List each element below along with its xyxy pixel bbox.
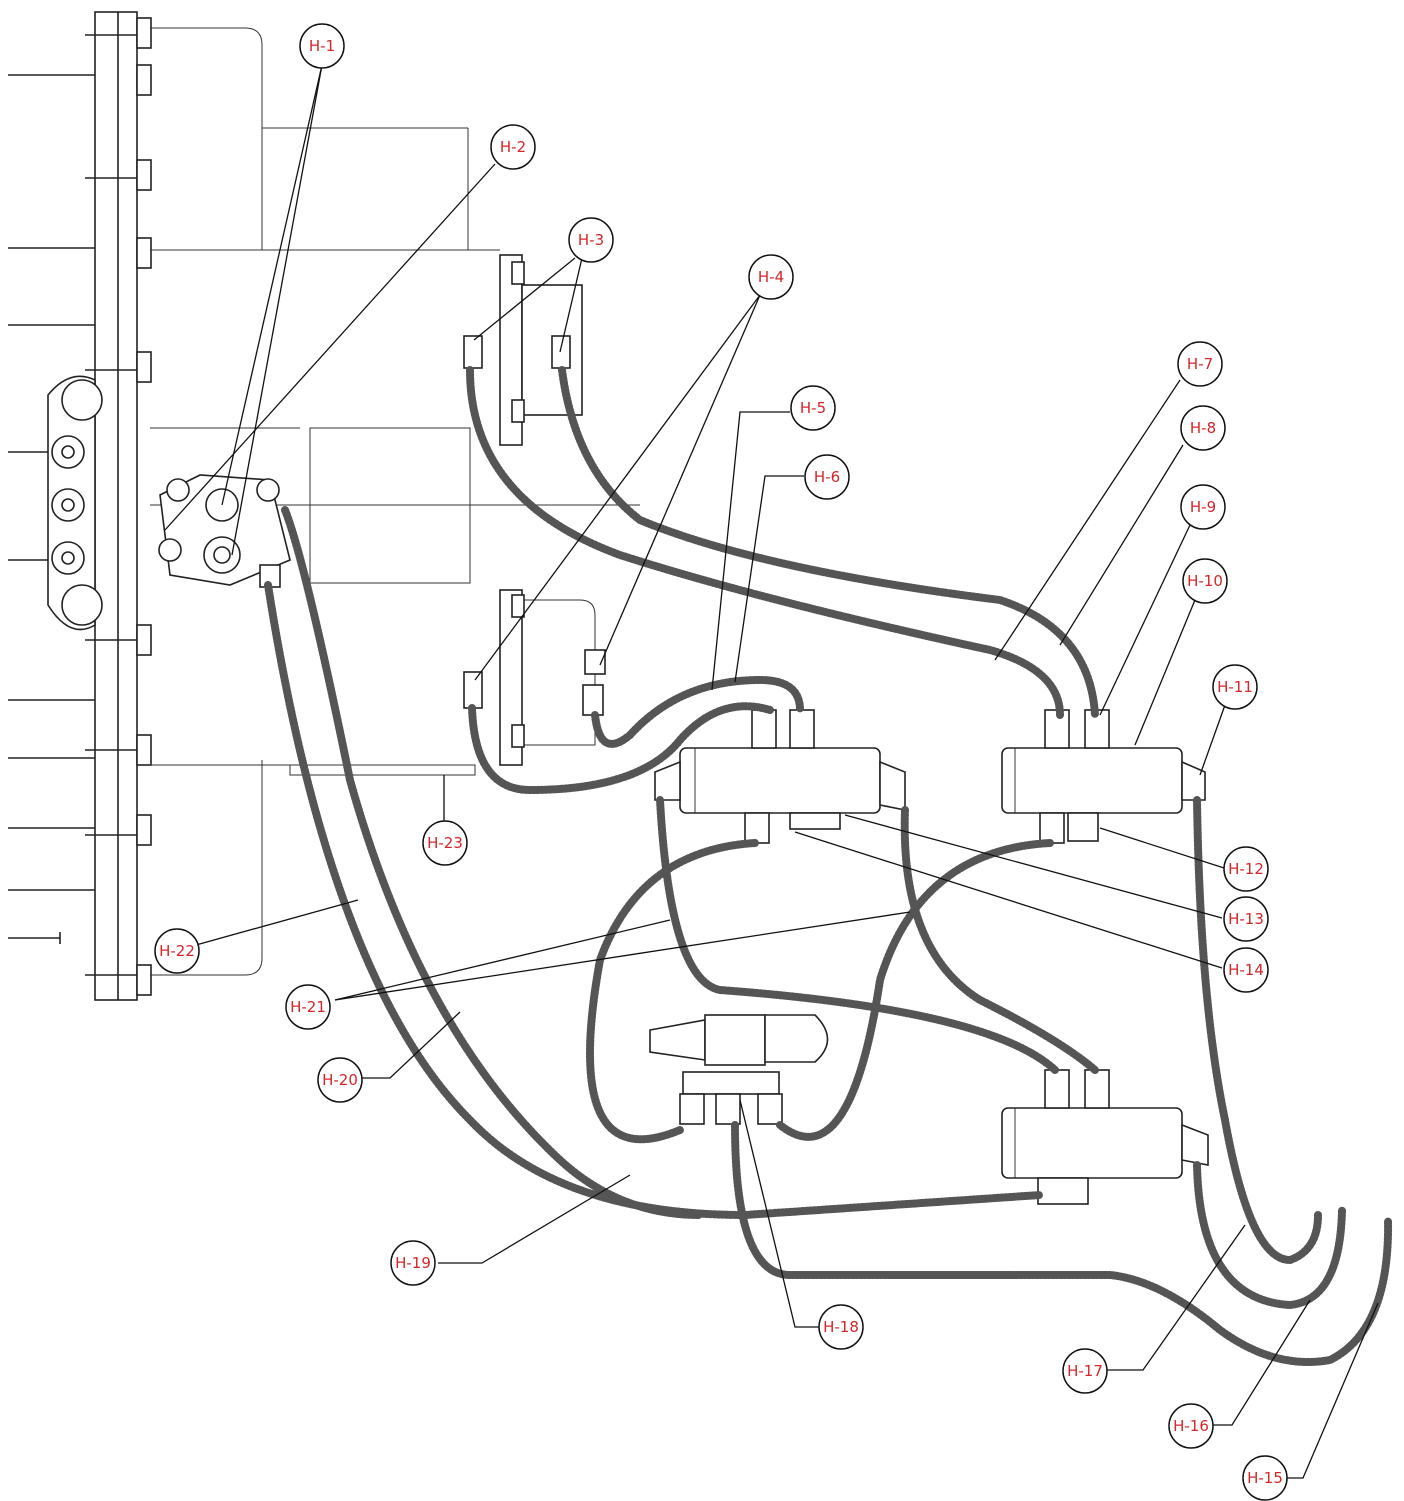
callout-label: H-16 bbox=[1173, 1417, 1209, 1435]
callout-label: H-5 bbox=[800, 399, 826, 417]
callout-h-14: H-14 bbox=[1223, 947, 1269, 993]
callout-h-17: H-17 bbox=[1062, 1348, 1108, 1394]
callout-h-11: H-11 bbox=[1212, 664, 1258, 710]
relief-valve bbox=[649, 1014, 829, 1125]
lower-cylinder bbox=[463, 589, 606, 766]
callout-h-19: H-19 bbox=[390, 1240, 436, 1286]
callout-h-6: H-6 bbox=[804, 454, 850, 500]
callout-label: H-7 bbox=[1187, 355, 1213, 373]
callout-label: H-9 bbox=[1190, 498, 1216, 516]
callout-h-20: H-20 bbox=[317, 1057, 363, 1103]
callout-label: H-18 bbox=[823, 1318, 859, 1336]
callout-label: H-2 bbox=[500, 138, 526, 156]
upper-cylinder bbox=[463, 254, 583, 446]
callout-label: H-17 bbox=[1067, 1362, 1103, 1380]
callout-h-16: H-16 bbox=[1168, 1403, 1214, 1449]
callout-label: H-15 bbox=[1247, 1469, 1283, 1487]
callout-label: H-14 bbox=[1228, 961, 1264, 979]
callout-h-4: H-4 bbox=[748, 254, 794, 300]
callout-h-9: H-9 bbox=[1180, 484, 1226, 530]
callout-label: H-4 bbox=[758, 268, 784, 286]
callout-label: H-22 bbox=[159, 942, 195, 960]
leader-lines bbox=[164, 64, 1379, 1479]
callout-label: H-1 bbox=[309, 37, 335, 55]
callout-label: H-10 bbox=[1187, 572, 1223, 590]
callout-h-15: H-15 bbox=[1242, 1455, 1288, 1501]
callout-h-5: H-5 bbox=[790, 385, 836, 431]
port-block bbox=[47, 375, 103, 631]
callout-h-3: H-3 bbox=[568, 217, 614, 263]
callout-h-13: H-13 bbox=[1223, 896, 1269, 942]
main-frame bbox=[8, 11, 152, 1001]
hoses bbox=[264, 366, 1393, 1366]
callout-label: H-11 bbox=[1217, 678, 1253, 696]
valve-fittings bbox=[158, 474, 291, 588]
callout-label: H-12 bbox=[1228, 860, 1264, 878]
callout-h-12: H-12 bbox=[1223, 846, 1269, 892]
callout-h-23: H-23 bbox=[422, 820, 468, 866]
valve-bottom bbox=[1001, 1069, 1209, 1205]
callout-h-10: H-10 bbox=[1182, 558, 1228, 604]
callout-label: H-21 bbox=[290, 998, 326, 1016]
callout-h-21: H-21 bbox=[285, 984, 331, 1030]
callout-label: H-8 bbox=[1190, 419, 1216, 437]
callout-label: H-3 bbox=[578, 231, 604, 249]
callout-h-2: H-2 bbox=[490, 124, 536, 170]
callout-h-1: H-1 bbox=[299, 23, 345, 69]
callout-label: H-13 bbox=[1228, 910, 1264, 928]
valve-right bbox=[1001, 709, 1206, 844]
callout-label: H-20 bbox=[322, 1071, 358, 1089]
callout-label: H-6 bbox=[814, 468, 840, 486]
callout-label: H-19 bbox=[395, 1254, 431, 1272]
callout-label: H-23 bbox=[427, 834, 463, 852]
callout-h-22: H-22 bbox=[154, 928, 200, 974]
callout-h-7: H-7 bbox=[1177, 341, 1223, 387]
callout-h-8: H-8 bbox=[1180, 405, 1226, 451]
callout-h-18: H-18 bbox=[818, 1304, 864, 1350]
